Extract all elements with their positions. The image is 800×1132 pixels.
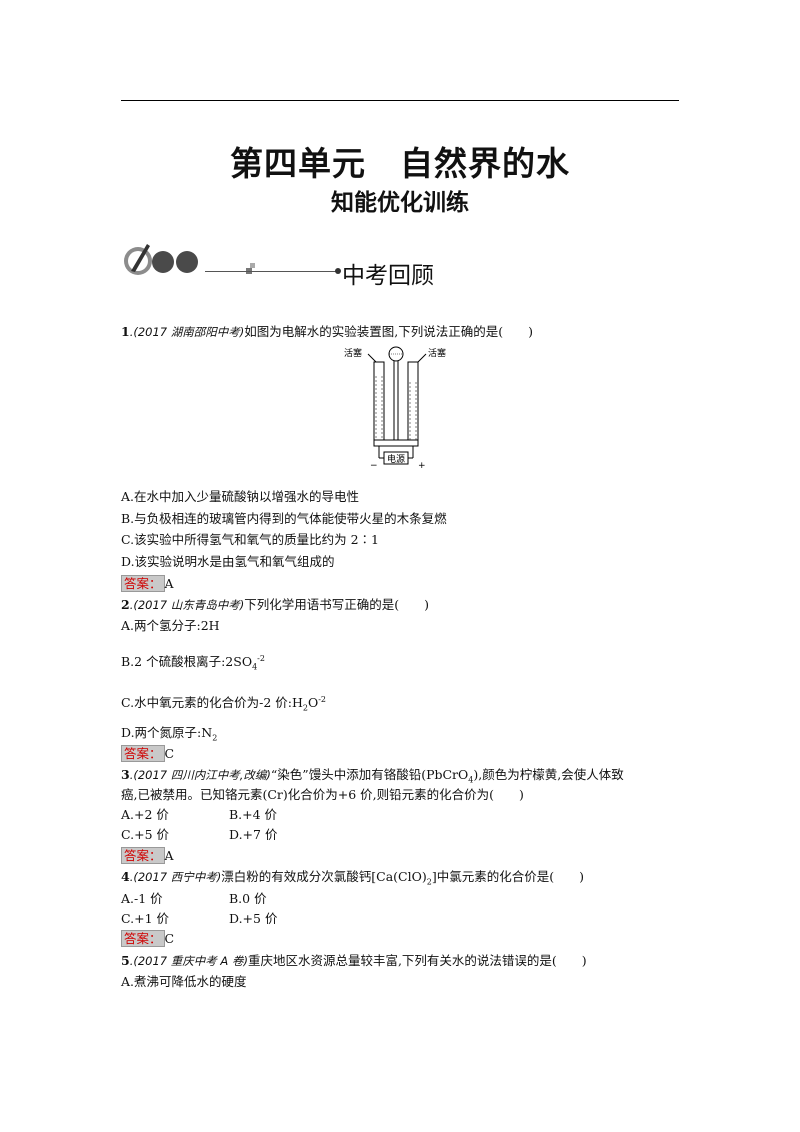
q4-option-a: A.-1 价 bbox=[121, 891, 163, 906]
q4-source: .(2017 西宁中考) bbox=[129, 870, 222, 884]
section-banner-icon bbox=[124, 244, 255, 275]
q3-option-d: D.+7 价 bbox=[229, 827, 278, 842]
q3-answer: 答案：A bbox=[121, 847, 174, 865]
label-stopcock-left: 活塞 bbox=[344, 347, 362, 359]
answer-label: 答案： bbox=[121, 847, 165, 864]
q1-text: 如图为电解水的实验装置图,下列说法正确的是( ) bbox=[244, 324, 533, 339]
q5-number: 5 bbox=[121, 953, 130, 968]
q3-source: .(2017 四川内江中考,改编) bbox=[129, 768, 271, 782]
q1-number: 1 bbox=[121, 324, 130, 339]
q3-number: 3 bbox=[121, 767, 130, 782]
q4-options-row1: A.-1 价 B.0 价 bbox=[121, 890, 421, 908]
q4-answer-value: C bbox=[164, 931, 175, 946]
page-title: 第四单元 自然界的水 bbox=[230, 144, 570, 183]
q1-option-a: A.在水中加入少量硫酸钠以增强水的导电性 bbox=[121, 489, 360, 504]
q1-option-c: C.该实验中所得氢气和氧气的质量比约为 2∶1 bbox=[121, 532, 379, 547]
answer-label: 答案： bbox=[121, 745, 165, 762]
q4-options-row2: C.+1 价 D.+5 价 bbox=[121, 910, 421, 928]
answer-label: 答案： bbox=[121, 575, 165, 592]
q2-source: .(2017 山东青岛中考) bbox=[129, 598, 245, 612]
q2-answer: 答案：C bbox=[121, 745, 174, 763]
q2-answer-value: C bbox=[164, 746, 175, 761]
q4-option-c: C.+1 价 bbox=[121, 911, 169, 926]
q2-option-b: B.2 个硫酸根离子:2SO4-2 bbox=[121, 654, 265, 672]
q3-answer-value: A bbox=[164, 848, 174, 863]
header-rule bbox=[121, 100, 679, 101]
answer-label: 答案： bbox=[121, 930, 165, 947]
q2-option-c: C.水中氧元素的化合价为-2 价:H2O-2 bbox=[121, 695, 326, 713]
q5-source: .(2017 重庆中考 A 卷) bbox=[129, 954, 248, 968]
q4-option-d: D.+5 价 bbox=[229, 911, 278, 926]
q3-stem-line1: 3.(2017 四川内江中考,改编)“染色”馒头中添加有铬酸铅(PbCrO4),… bbox=[121, 767, 624, 785]
q1-answer: 答案：A bbox=[121, 575, 174, 593]
q4-number: 4 bbox=[121, 869, 130, 884]
q4-stem: 4.(2017 西宁中考)漂白粉的有效成分次氯酸钙[Ca(ClO)2]中氯元素的… bbox=[121, 869, 584, 887]
q3-option-c: C.+5 价 bbox=[121, 827, 169, 842]
q1-option-d: D.该实验说明水是由氢气和氧气组成的 bbox=[121, 554, 335, 569]
q5-option-a: A.煮沸可降低水的硬度 bbox=[121, 974, 247, 989]
q3-options-row1: A.+2 价 B.+4 价 bbox=[121, 806, 421, 824]
q5-stem: 5.(2017 重庆中考 A 卷)重庆地区水资源总量较丰富,下列有关水的说法错误… bbox=[121, 953, 587, 968]
q2-option-d: D.两个氮原子:N2 bbox=[121, 725, 218, 743]
page-subtitle: 知能优化训练 bbox=[331, 189, 469, 216]
label-power: 电源 bbox=[387, 453, 405, 465]
q3-option-a: A.+2 价 bbox=[121, 807, 169, 822]
label-minus: − bbox=[370, 461, 378, 470]
q3-options-row2: C.+5 价 D.+7 价 bbox=[121, 826, 421, 844]
electrolysis-diagram: 活塞 活塞 电源 − + bbox=[344, 346, 446, 470]
q4-option-b: B.0 价 bbox=[229, 891, 267, 906]
q3-stem-line2: 癌,已被禁用。已知铬元素(Cr)化合价为+6 价,则铅元素的化合价为( ) bbox=[121, 787, 524, 802]
q2-stem: 2.(2017 山东青岛中考)下列化学用语书写正确的是( ) bbox=[121, 596, 429, 614]
section-line bbox=[205, 271, 339, 272]
q4-answer: 答案：C bbox=[121, 930, 174, 948]
q1-option-b: B.与负极相连的玻璃管内得到的气体能使带火星的木条复燃 bbox=[121, 511, 447, 526]
q2-text: 下列化学用语书写正确的是( ) bbox=[244, 597, 430, 612]
q3-option-b: B.+4 价 bbox=[229, 807, 278, 822]
section-dot bbox=[335, 268, 341, 274]
label-plus: + bbox=[418, 461, 426, 470]
q2-option-a: A.两个氢分子:2H bbox=[121, 618, 220, 633]
section-title: 中考回顾 bbox=[342, 263, 434, 289]
q1-source: .(2017 湖南邵阳中考) bbox=[129, 325, 245, 339]
q1-answer-value: A bbox=[164, 576, 174, 591]
label-stopcock-right: 活塞 bbox=[428, 347, 446, 359]
q1-stem: 1.(2017 湖南邵阳中考)如图为电解水的实验装置图,下列说法正确的是( ) bbox=[121, 323, 533, 341]
q2-number: 2 bbox=[121, 597, 130, 612]
